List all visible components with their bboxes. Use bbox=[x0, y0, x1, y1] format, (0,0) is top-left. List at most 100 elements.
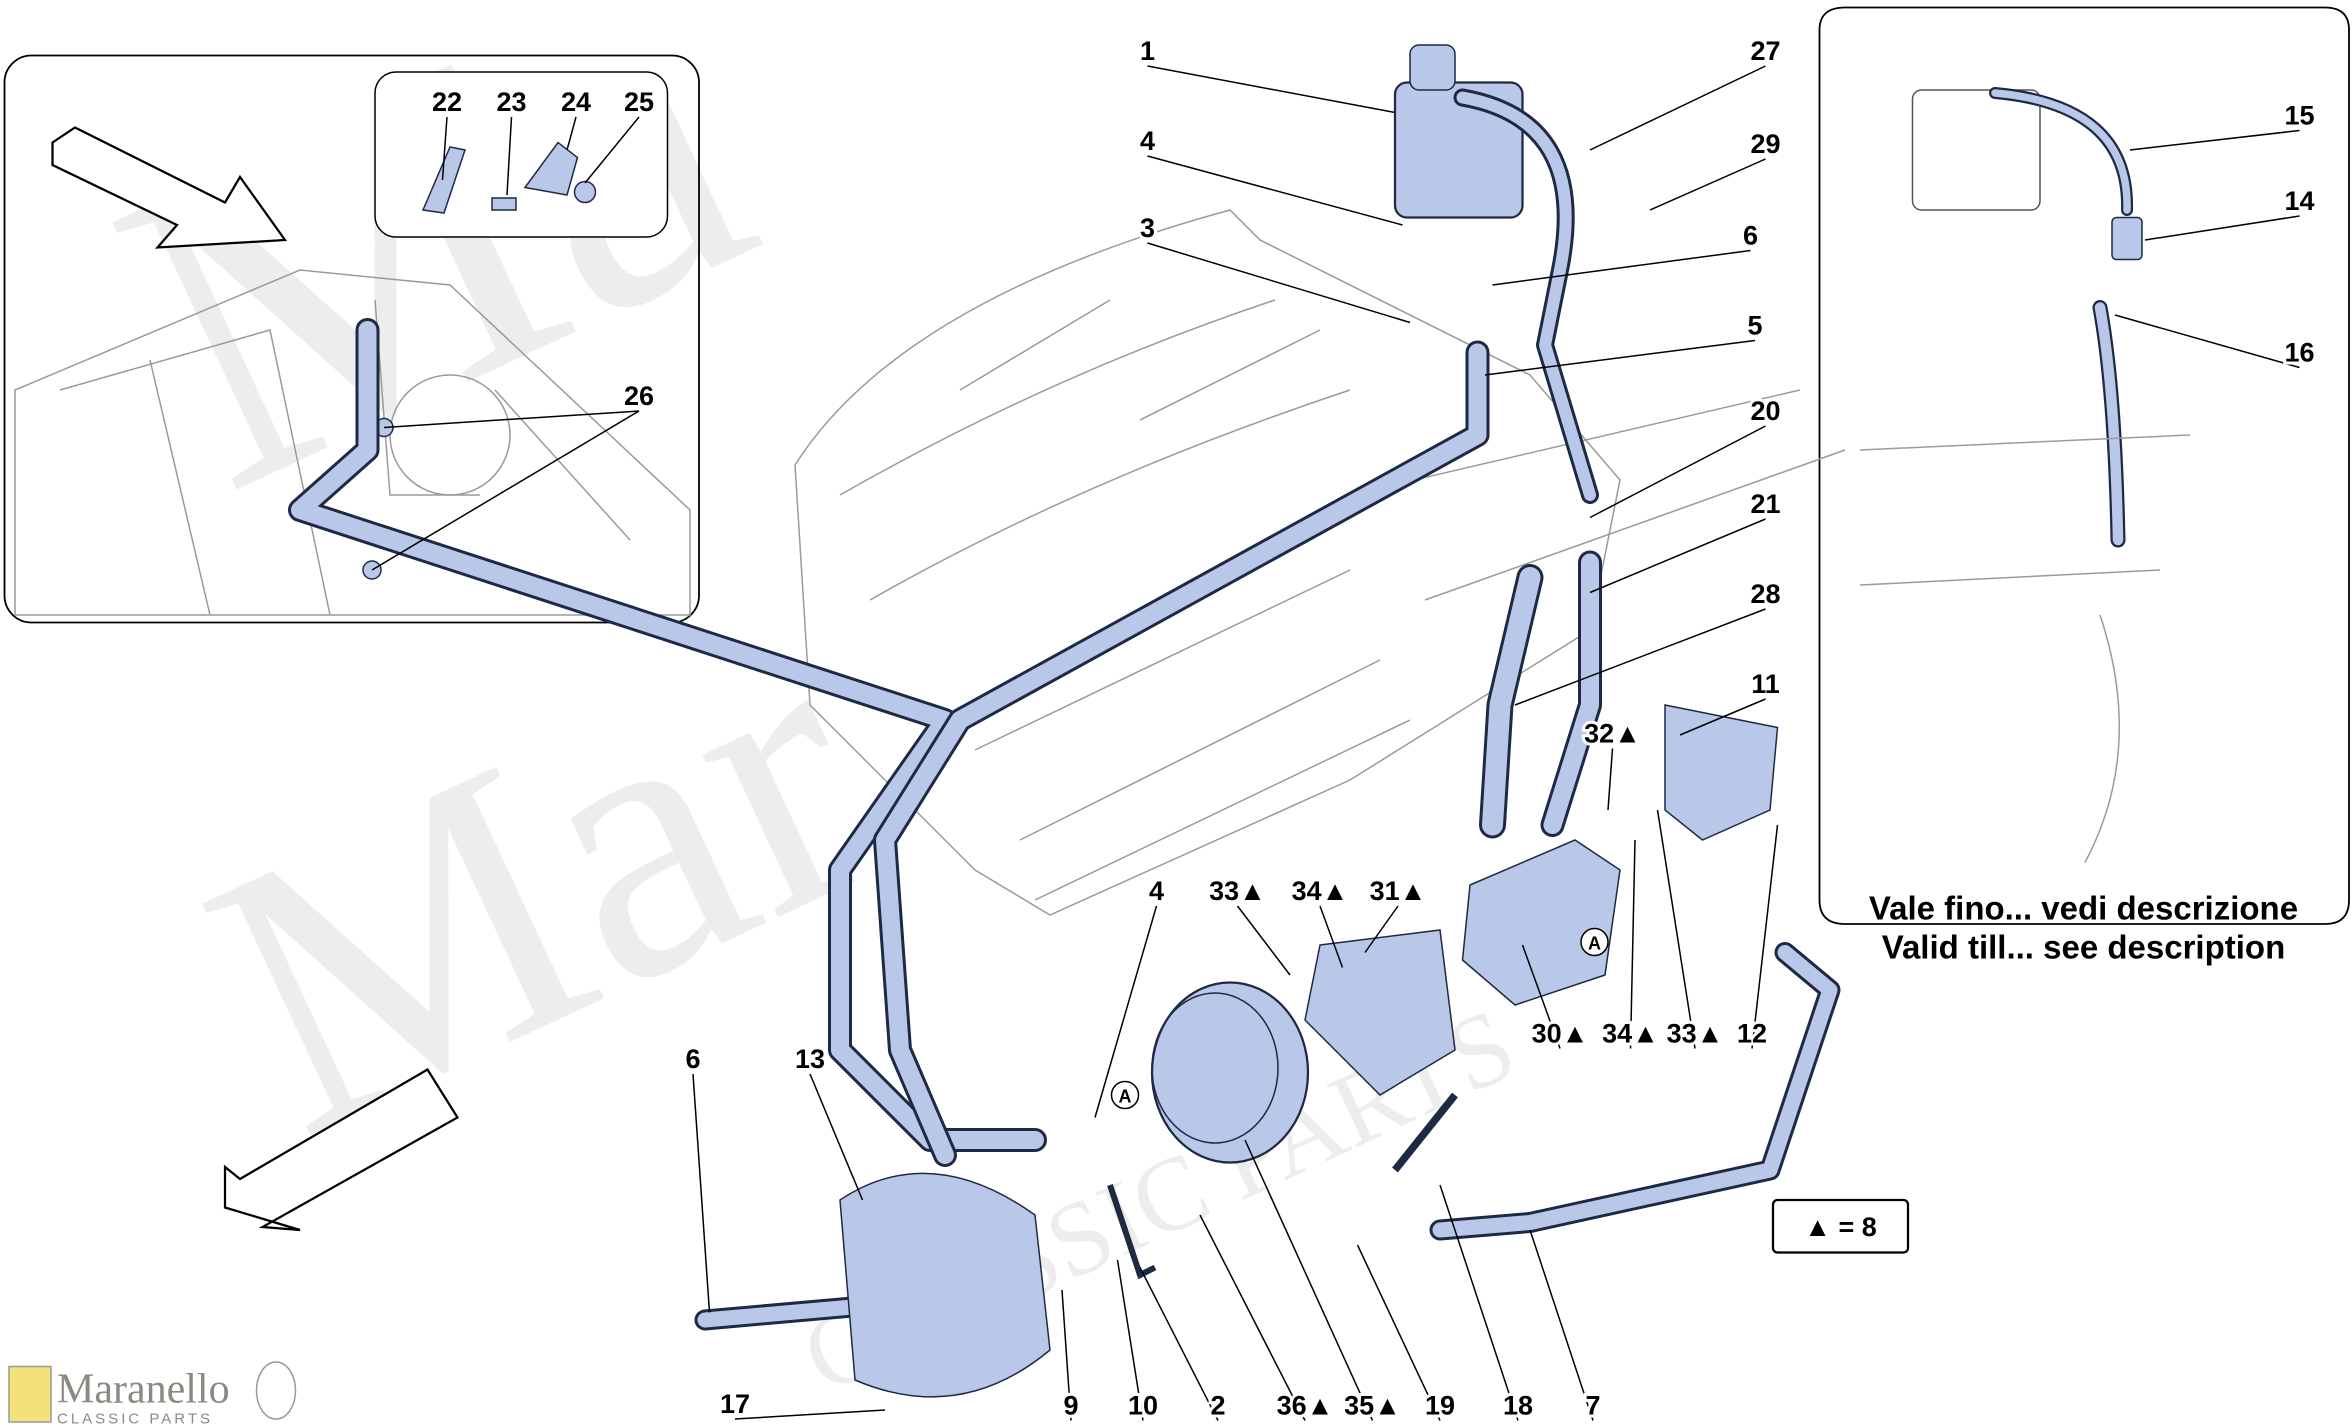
inset-part-callout[interactable]: 16 bbox=[2281, 335, 2317, 371]
ferrari-badge-icon bbox=[8, 1365, 52, 1423]
leader-line bbox=[1679, 698, 1766, 736]
leader-line bbox=[1629, 839, 1636, 1049]
leader-line bbox=[1529, 1229, 1594, 1421]
leader-line bbox=[1514, 608, 1766, 706]
validity-note-it: Vale fino... vedi descrizione bbox=[1869, 890, 2298, 927]
leader-line bbox=[1139, 1267, 1219, 1421]
leader-line bbox=[1199, 1214, 1306, 1421]
leader-line bbox=[1319, 905, 1344, 968]
part-callout[interactable]: 17 bbox=[717, 1386, 753, 1422]
part-callout[interactable]: 4 bbox=[1146, 873, 1167, 909]
part-callout[interactable]: 32▲ bbox=[1581, 716, 1644, 752]
reference-marker-label: A bbox=[1119, 1087, 1132, 1107]
leader-line bbox=[1244, 1139, 1374, 1421]
part-callout[interactable]: 3 bbox=[1137, 210, 1158, 246]
maserati-badge-icon bbox=[255, 1361, 297, 1420]
inset-part-callout[interactable]: 24 bbox=[558, 84, 594, 120]
part-callout[interactable]: 6 bbox=[682, 1041, 703, 1077]
part-callout[interactable]: 27 bbox=[1747, 33, 1783, 69]
inset-part-callout[interactable]: 15 bbox=[2281, 98, 2317, 134]
maranello-logo: Maranello CLASSIC PARTS bbox=[8, 1361, 297, 1428]
part-callout[interactable]: 6 bbox=[1740, 218, 1761, 254]
part-callout[interactable]: 30▲ bbox=[1529, 1016, 1592, 1052]
detail-inset-left bbox=[3, 54, 700, 624]
part-callout[interactable]: 29 bbox=[1747, 126, 1783, 162]
coolant-hoses bbox=[288, 88, 1841, 1331]
leader-line bbox=[566, 116, 577, 151]
leader-line bbox=[506, 116, 513, 196]
part-callout[interactable]: 7 bbox=[1582, 1388, 1603, 1424]
leader-line bbox=[1147, 242, 1411, 324]
part-callout[interactable]: 2 bbox=[1207, 1388, 1228, 1424]
leader-line bbox=[1649, 158, 1766, 211]
inset-part-callout[interactable]: 23 bbox=[493, 84, 529, 120]
leader-line bbox=[1589, 518, 1766, 594]
leader-line bbox=[1364, 905, 1399, 953]
part-callout[interactable]: 34▲ bbox=[1289, 873, 1352, 909]
legend-text: ▲ = 8 bbox=[1804, 1212, 1877, 1242]
svg-text:Mar: Mar bbox=[153, 551, 924, 1217]
reference-marker-label: A bbox=[1588, 934, 1601, 954]
leader-line bbox=[1356, 1244, 1441, 1421]
part-callout[interactable]: 19 bbox=[1422, 1388, 1458, 1424]
arrow-front-icon bbox=[223, 1067, 460, 1232]
part-callout[interactable]: 10 bbox=[1125, 1388, 1161, 1424]
leader-line bbox=[1521, 944, 1561, 1049]
part-callout[interactable]: 34▲ bbox=[1599, 1016, 1662, 1052]
part-callout[interactable]: 13 bbox=[792, 1041, 828, 1077]
inset-part-callout[interactable]: 26 bbox=[621, 378, 657, 414]
pump-assembly bbox=[839, 704, 1779, 1398]
part-callout[interactable]: 21 bbox=[1747, 486, 1783, 522]
frame-structure bbox=[14, 269, 691, 616]
leader-line bbox=[692, 1073, 711, 1313]
leader-line bbox=[371, 410, 640, 571]
inset-part-callout[interactable]: 22 bbox=[429, 84, 465, 120]
leader-line bbox=[809, 1073, 864, 1201]
leader-line bbox=[1061, 1289, 1072, 1421]
part-callout[interactable]: 1 bbox=[1137, 33, 1158, 69]
inset-part-callout[interactable]: 25 bbox=[621, 84, 657, 120]
detail-inset-right bbox=[1818, 6, 2350, 925]
part-callout[interactable]: 5 bbox=[1744, 308, 1765, 344]
logo-tagline: CLASSIC PARTS bbox=[57, 1411, 213, 1428]
part-callout[interactable]: 20 bbox=[1747, 393, 1783, 429]
leader-line bbox=[1116, 1259, 1144, 1421]
leader-line bbox=[1589, 425, 1766, 519]
part-callout[interactable]: 33▲ bbox=[1664, 1016, 1727, 1052]
leader-line bbox=[1094, 905, 1158, 1118]
leader-line bbox=[1147, 155, 1403, 226]
part-callout[interactable]: 35▲ bbox=[1341, 1388, 1404, 1424]
part-callout[interactable]: 11 bbox=[1748, 666, 1783, 702]
leader-line bbox=[1751, 824, 1779, 1049]
leader-line bbox=[1607, 748, 1614, 811]
part-callout[interactable]: 12 bbox=[1734, 1016, 1770, 1052]
part-callout[interactable]: 28 bbox=[1747, 576, 1783, 612]
reservoir-variant bbox=[1859, 87, 2191, 863]
part-callout[interactable]: 36▲ bbox=[1274, 1388, 1337, 1424]
validity-note-en: Valid till... see description bbox=[1882, 929, 2285, 966]
part-callout[interactable]: 9 bbox=[1060, 1388, 1081, 1424]
leader-line bbox=[1492, 249, 1751, 286]
leader-line bbox=[1656, 809, 1696, 1049]
part-callout[interactable]: 4 bbox=[1137, 123, 1158, 159]
leader-line bbox=[1484, 339, 1756, 376]
leader-line bbox=[2114, 314, 2300, 369]
legend-box bbox=[1771, 1198, 1910, 1254]
inset-part-callout[interactable]: 14 bbox=[2281, 183, 2317, 219]
leader-line bbox=[441, 116, 448, 181]
part-callout[interactable]: 33▲ bbox=[1206, 873, 1269, 909]
leader-line bbox=[383, 410, 640, 429]
leader-line bbox=[734, 1409, 886, 1420]
leader-line bbox=[584, 116, 640, 184]
expansion-reservoir bbox=[1393, 44, 1524, 219]
part-callout[interactable]: 18 bbox=[1500, 1388, 1536, 1424]
logo-name: Maranello bbox=[57, 1367, 230, 1413]
arrow-direction-icon bbox=[51, 126, 288, 249]
leader-line bbox=[2144, 215, 2300, 241]
part-callout[interactable]: 31▲ bbox=[1367, 873, 1430, 909]
leader-line bbox=[1589, 65, 1766, 151]
leader-line bbox=[2129, 129, 2300, 151]
leader-line bbox=[1439, 1184, 1519, 1421]
leader-line bbox=[1147, 65, 1396, 114]
